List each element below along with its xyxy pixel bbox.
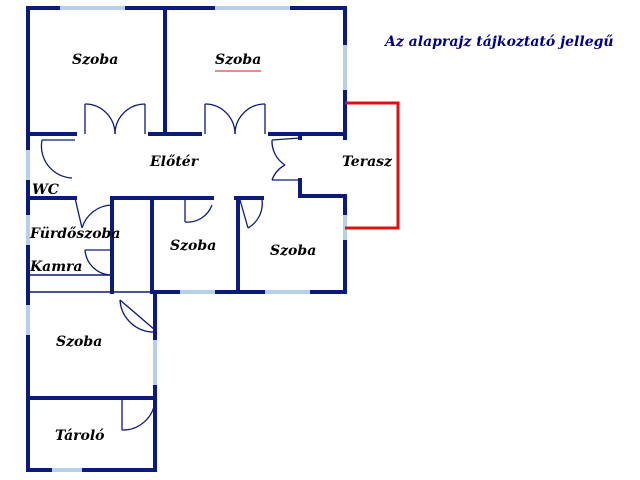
room-label-terasz: Terasz [342,154,393,170]
room-label-kamra: Kamra [29,259,83,275]
interior-walls [26,6,347,400]
disclaimer-note: Az alaprajz tájkoztató jellegű [383,34,614,50]
room-label-furdoszoba: Fürdőszoba [29,226,120,242]
terrace-outline [345,101,400,230]
room-label-szoba-mid-right: Szoba [270,243,316,259]
room-label-szoba-mid: Szoba [170,238,216,254]
doors [40,103,301,431]
windows [26,6,347,472]
room-label-eloter: Előtér [149,154,200,170]
room-label-tarolo: Tároló [55,428,105,444]
room-label-szoba-top-right: Szoba [215,52,261,68]
room-label-szoba-lower-left: Szoba [56,334,102,350]
room-label-szoba-top-left: Szoba [72,52,118,68]
room-label-wc: WC [32,182,59,198]
